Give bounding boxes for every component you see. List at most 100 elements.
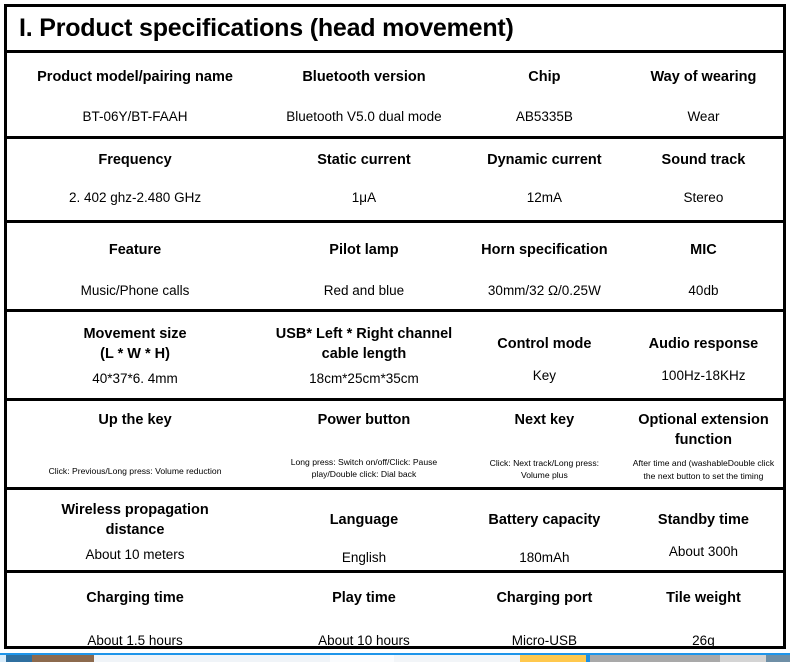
cell-header: Next key xyxy=(514,412,575,428)
cell-value: About 1.5 hours xyxy=(87,632,183,648)
cell-header: Language xyxy=(329,512,399,528)
specification-document: I. Product specifications (head movement… xyxy=(4,4,786,649)
cell-value: Click: Previous/Long press: Volume reduc… xyxy=(48,465,222,476)
sliver-segment xyxy=(394,653,520,662)
table-cell: Tile weight 26g xyxy=(624,573,783,658)
cell-value: Bluetooth V5.0 dual mode xyxy=(286,108,442,124)
cell-value: BT-06Y/BT-FAAH xyxy=(82,108,188,124)
cell-header: Play time xyxy=(332,590,396,606)
sliver-segment xyxy=(586,653,590,662)
cell-header: Standby time xyxy=(657,512,749,528)
cell-value: 40db xyxy=(688,282,719,298)
table-cell: Horn specification 30mm/32 Ω/0.25W xyxy=(465,223,624,309)
sliver-accent-line xyxy=(0,653,790,655)
cell-value: 26g xyxy=(692,632,715,648)
sliver-segment xyxy=(0,653,6,662)
cell-value: 100Hz-18KHz xyxy=(661,367,746,383)
cell-value: 30mm/32 Ω/0.25W xyxy=(487,282,601,298)
cell-value: Red and blue xyxy=(323,282,405,298)
cell-value: Wear xyxy=(687,108,720,124)
cell-value: 180mAh xyxy=(519,549,570,565)
cell-value: 1μA xyxy=(351,189,377,205)
table-cell: Audio response 100Hz-18KHz xyxy=(624,312,783,398)
table-cell: Movement size(L * W * H) 40*37*6. 4mm xyxy=(7,312,263,398)
cell-value: Stereo xyxy=(683,189,724,205)
cell-header: Chip xyxy=(528,69,561,85)
cell-value: About 10 meters xyxy=(85,547,185,563)
cell-header: Bluetooth version xyxy=(302,69,426,85)
sliver-segment xyxy=(32,653,94,662)
cell-header: Audio response xyxy=(648,336,759,352)
cell-header: Tile weight xyxy=(666,590,741,606)
cell-header: Dynamic current xyxy=(487,152,602,168)
cell-header: Feature xyxy=(108,242,162,258)
cell-header: Power button xyxy=(317,412,411,428)
cell-value: 40*37*6. 4mm xyxy=(92,371,178,387)
sliver-segment xyxy=(94,653,330,662)
cell-value: About 10 hours xyxy=(318,632,410,648)
cell-value: Click: Next track/Long press:Volume plus xyxy=(489,457,600,481)
cell-value: About 300h xyxy=(668,543,738,559)
cell-value: Music/Phone calls xyxy=(80,282,190,298)
cell-header: Movement size(L * W * H) xyxy=(83,326,187,362)
cell-header: Way of wearing xyxy=(650,69,757,85)
cell-header: Static current xyxy=(317,152,411,168)
sliver-segment xyxy=(766,653,790,662)
table-cell: Dynamic current 12mA xyxy=(465,139,624,220)
table-row: Frequency 2. 402 ghz-2.480 GHz Static curr… xyxy=(7,139,783,223)
sliver-segment xyxy=(720,653,766,662)
sliver-segment xyxy=(330,653,394,662)
table-row: Movement size(L * W * H) 40*37*6. 4mm USB*… xyxy=(7,312,783,401)
cell-header: Up the key xyxy=(98,412,172,428)
table-cell: Static current 1μA xyxy=(263,139,465,220)
sliver-segment xyxy=(590,653,720,662)
sliver-segment xyxy=(520,653,586,662)
document-title-band: I. Product specifications (head movement… xyxy=(7,7,783,53)
cell-header: Frequency xyxy=(98,152,172,168)
cell-value: 2. 402 ghz-2.480 GHz xyxy=(68,189,202,205)
sliver-segment xyxy=(6,653,32,662)
page-title: I. Product specifications (head movement… xyxy=(19,14,514,42)
background-window-sliver xyxy=(0,653,790,662)
cell-header: MIC xyxy=(690,242,717,258)
cell-value: 12mA xyxy=(526,189,562,205)
cell-value: Key xyxy=(532,367,556,383)
cell-header: Charging time xyxy=(86,590,184,606)
cell-value: English xyxy=(341,549,387,565)
table-cell: Frequency 2. 402 ghz-2.480 GHz xyxy=(7,139,263,220)
cell-header: Charging port xyxy=(496,590,593,606)
cell-value: 18cm*25cm*35cm xyxy=(309,371,419,387)
table-cell: MIC 40db xyxy=(624,223,783,309)
cell-header: Horn specification xyxy=(481,242,608,258)
cell-header: Pilot lamp xyxy=(329,242,399,258)
cell-header: Sound track xyxy=(661,152,746,168)
cell-header: Control mode xyxy=(497,336,592,352)
cell-value: Micro-USB xyxy=(511,632,577,648)
